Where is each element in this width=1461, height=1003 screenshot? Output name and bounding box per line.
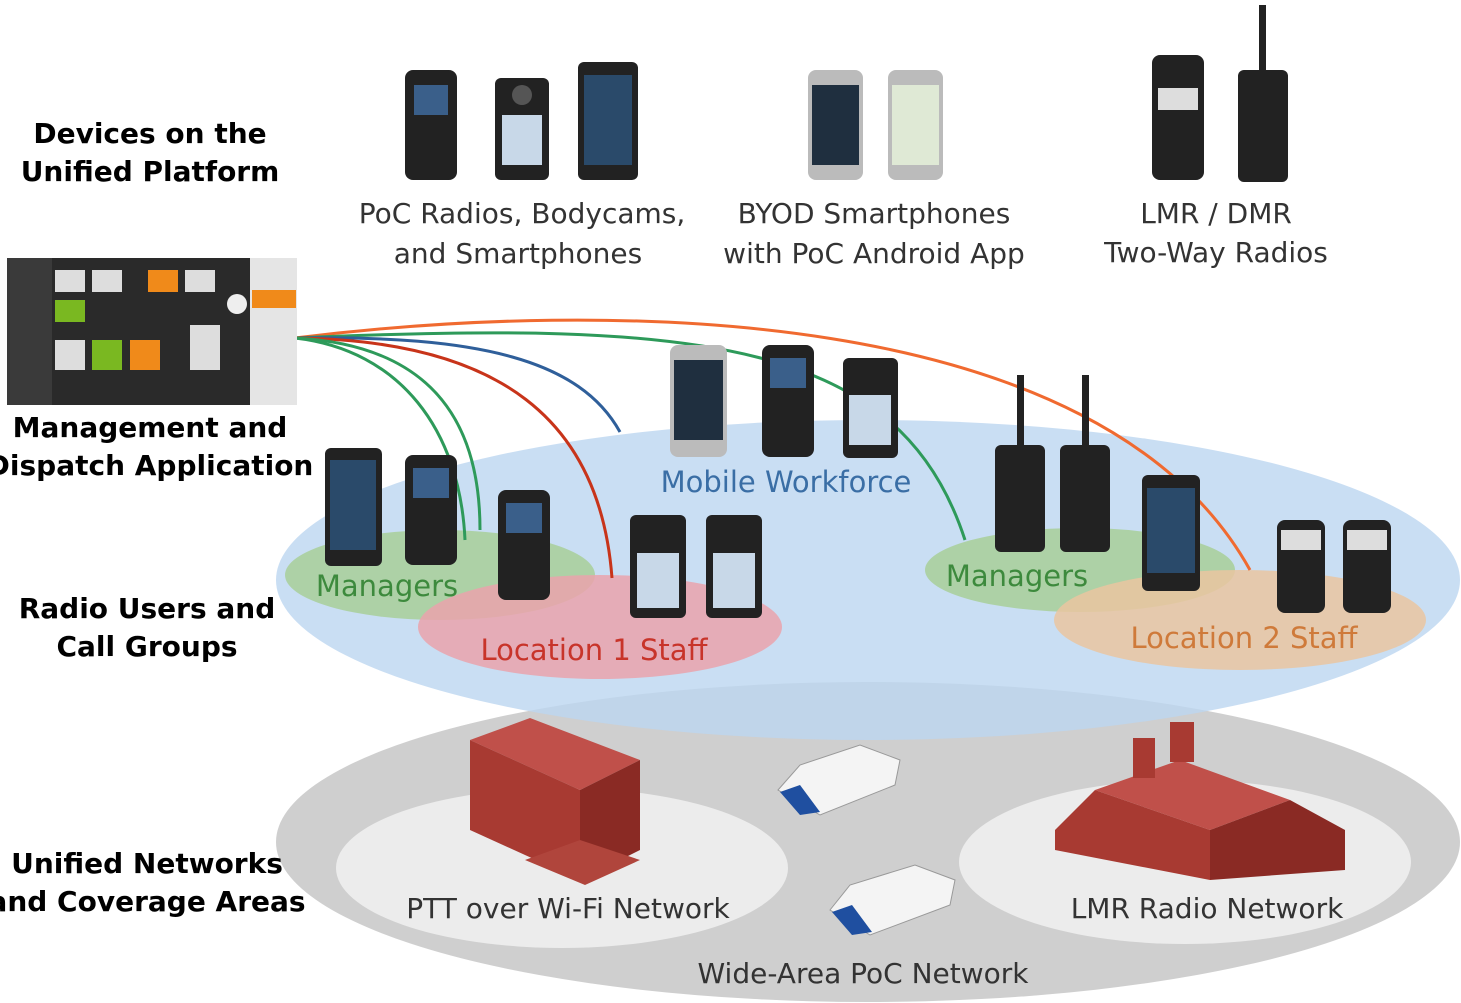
location2-label: Location 2 Staff [1130,621,1358,655]
location1-area [418,575,782,679]
links [294,318,1252,579]
managers-right-label: Managers [946,559,1088,593]
wide-area-network-label: Wide-Area PoC Network [697,957,1029,990]
managers-left-label: Managers [316,569,458,603]
lmr-caption: LMR / DMR [1140,197,1292,230]
lmr-caption: Two-Way Radios [1103,236,1328,269]
link-blue [294,336,622,433]
poc-caption: PoC Radios, Bodycams, [359,197,686,230]
users-label: Radio Users and [19,592,276,625]
link-green-left-2 [294,336,467,541]
link-red [294,336,614,579]
devices-label: Devices on the [33,117,266,150]
byod-caption: with PoC Android App [723,237,1025,270]
devices [325,5,1391,618]
networks-label: and Coverage Areas [0,885,306,918]
police-car-icon [829,864,956,936]
byod-caption: BYOD Smartphones [738,197,1011,230]
wifi-network-label: PTT over Wi-Fi Network [406,892,730,925]
users-label: Call Groups [56,630,237,663]
dmr-radio-icon [1238,70,1288,182]
location2-area [1054,570,1426,670]
link-orange [294,318,1252,571]
dispatch-app-screenshot [7,258,297,405]
factory-building-icon [1055,722,1345,880]
networks-label: Unified Networks [11,847,283,880]
police-car-icon [777,744,901,816]
link-green-left [294,336,482,531]
mobile-workforce-label: Mobile Workforce [661,465,912,499]
location1-label: Location 1 Staff [480,633,708,667]
dispatch-label: Management and [13,411,288,444]
lmr-network-label: LMR Radio Network [1071,892,1344,925]
dispatch-label: Dispatch Application [0,449,313,482]
poc-caption: and Smartphones [394,237,643,270]
lmr-radio-icon [1152,55,1204,180]
devices-label: Unified Platform [21,155,280,188]
office-building-icon [470,718,640,885]
link-green-right [294,331,967,541]
